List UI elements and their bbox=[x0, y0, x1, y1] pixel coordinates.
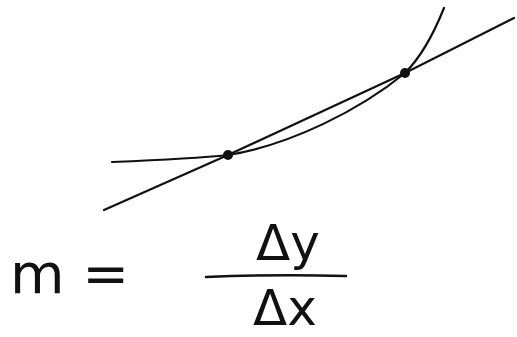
fraction-term: Δy bbox=[256, 218, 320, 268]
fraction-term: Δx bbox=[253, 283, 317, 333]
formula-text: m = bbox=[10, 246, 129, 302]
curve bbox=[112, 8, 444, 162]
intersection-dot bbox=[400, 68, 410, 78]
intersection-dot bbox=[223, 150, 233, 160]
secant-line bbox=[104, 18, 514, 210]
fraction-bar bbox=[206, 275, 346, 277]
